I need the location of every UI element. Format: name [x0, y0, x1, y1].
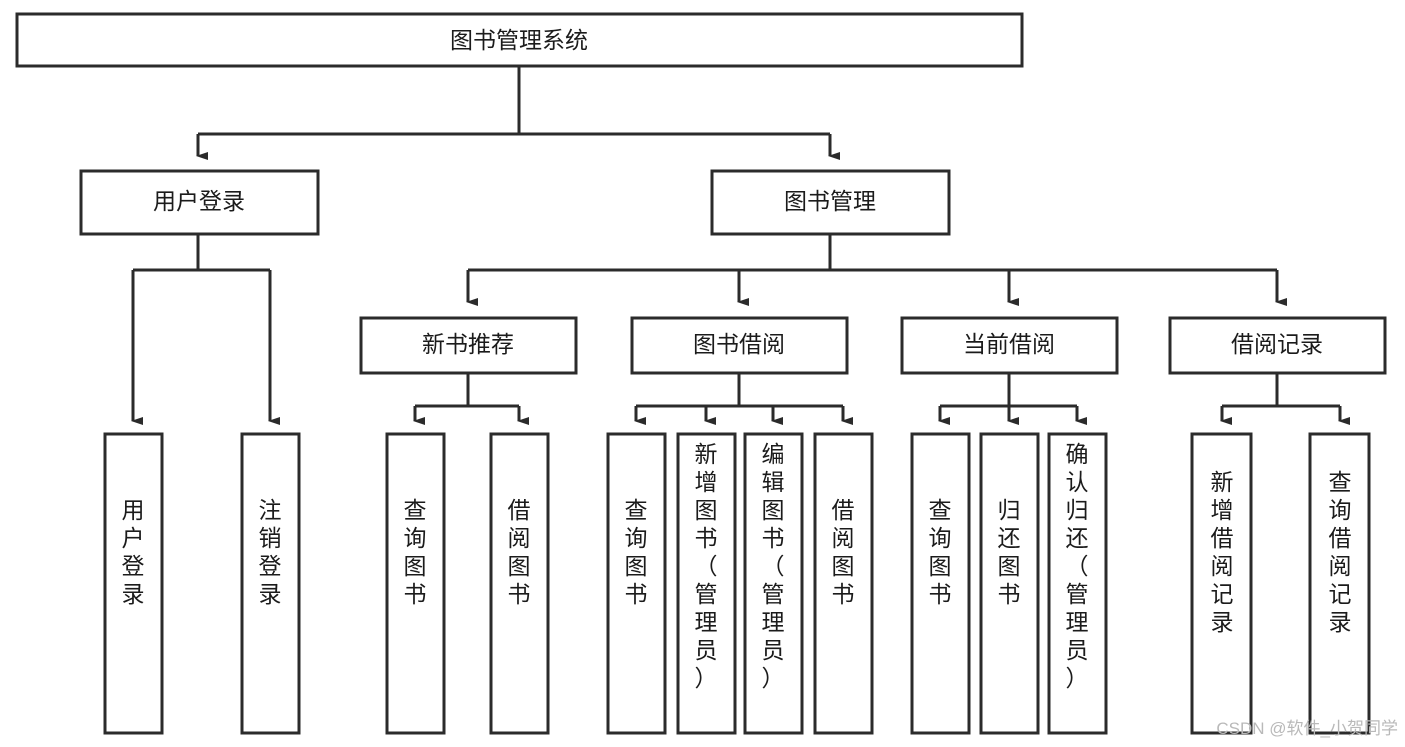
- leaf-book-borrow-2-box[interactable]: [676, 432, 737, 735]
- node-current-borrow[interactable]: 当前借阅: [900, 316, 1119, 375]
- leaf-user-login-2-box[interactable]: [240, 432, 301, 735]
- leaf-current-borrow-1-label: 查询图书: [929, 497, 952, 607]
- leaf-user-login-2[interactable]: 注销登录: [240, 432, 301, 735]
- node-current-borrow-box[interactable]: [900, 316, 1119, 375]
- leaf-current-borrow-3-label: 确认归还（管理员）: [1066, 441, 1089, 691]
- node-book-manage[interactable]: 图书管理: [710, 169, 951, 236]
- leaf-current-borrow-2[interactable]: 归还图书: [979, 432, 1040, 735]
- leaf-book-borrow-3-box[interactable]: [743, 432, 804, 735]
- node-borrow-record[interactable]: 借阅记录: [1168, 316, 1387, 375]
- leaf-borrow-record-1-box[interactable]: [1190, 432, 1253, 735]
- node-book-manage-box[interactable]: [710, 169, 951, 236]
- leaf-book-borrow-3-label: 编辑图书（管理员）: [762, 441, 785, 691]
- leaf-new-book-2[interactable]: 借阅图书: [489, 432, 550, 735]
- node-book-borrow-box[interactable]: [630, 316, 849, 375]
- node-user-login[interactable]: 用户登录: [79, 169, 320, 236]
- node-book-borrow[interactable]: 图书借阅: [630, 316, 849, 375]
- leaf-current-borrow-3[interactable]: 确认归还（管理员）: [1047, 432, 1108, 735]
- connector-layer: [131, 66, 1350, 425]
- node-root-box[interactable]: [15, 12, 1024, 68]
- leaf-user-login-1-label: 用户登录: [122, 497, 145, 607]
- leaf-current-borrow-1-box[interactable]: [910, 432, 971, 735]
- leaf-book-borrow-2-label: 新增图书（管理员）: [695, 441, 718, 691]
- node-root-system[interactable]: 图书管理系统: [15, 12, 1024, 68]
- node-borrow-record-box[interactable]: [1168, 316, 1387, 375]
- leaf-book-borrow-4-box[interactable]: [813, 432, 874, 735]
- leaf-new-book-2-box[interactable]: [489, 432, 550, 735]
- node-root-label: 图书管理系统: [450, 27, 588, 53]
- node-user-login-box[interactable]: [79, 169, 320, 236]
- leaf-new-book-2-label: 借阅图书: [508, 497, 531, 607]
- node-new-book-box[interactable]: [359, 316, 578, 375]
- leaf-book-borrow-1-box[interactable]: [606, 432, 667, 735]
- node-new-book[interactable]: 新书推荐: [359, 316, 578, 375]
- leaf-current-borrow-1[interactable]: 查询图书: [910, 432, 971, 735]
- leaf-user-login-2-label: 注销登录: [259, 497, 282, 607]
- leaf-current-borrow-3-box[interactable]: [1047, 432, 1108, 735]
- leaf-book-borrow-4-label: 借阅图书: [832, 497, 855, 607]
- leaf-new-book-1-label: 查询图书: [404, 497, 427, 607]
- leaf-new-book-1-box[interactable]: [385, 432, 446, 735]
- node-book-borrow-label: 图书借阅: [693, 331, 785, 357]
- leaf-user-login-1[interactable]: 用户登录: [103, 432, 164, 735]
- node-new-book-label: 新书推荐: [422, 331, 514, 357]
- leaf-book-borrow-2[interactable]: 新增图书（管理员）: [676, 432, 737, 735]
- leaf-borrow-record-2[interactable]: 查询借阅记录: [1308, 432, 1371, 735]
- leaf-current-borrow-2-box[interactable]: [979, 432, 1040, 735]
- leaf-current-borrow-2-label: 归还图书: [998, 497, 1021, 607]
- node-user-login-label: 用户登录: [153, 188, 245, 214]
- node-borrow-record-label: 借阅记录: [1231, 331, 1323, 357]
- watermark-label: CSDN @软件_小贺同学: [1216, 719, 1398, 738]
- leaf-book-borrow-1[interactable]: 查询图书: [606, 432, 667, 735]
- leaf-book-borrow-1-label: 查询图书: [625, 497, 648, 607]
- leaf-new-book-1[interactable]: 查询图书: [385, 432, 446, 735]
- leaf-book-borrow-4[interactable]: 借阅图书: [813, 432, 874, 735]
- leaf-borrow-record-2-box[interactable]: [1308, 432, 1371, 735]
- leaf-book-borrow-3[interactable]: 编辑图书（管理员）: [743, 432, 804, 735]
- leaf-borrow-record-2-label: 查询借阅记录: [1329, 469, 1352, 635]
- leaf-borrow-record-1[interactable]: 新增借阅记录: [1190, 432, 1253, 735]
- node-book-manage-label: 图书管理: [784, 188, 876, 214]
- leaf-user-login-1-box[interactable]: [103, 432, 164, 735]
- leaf-borrow-record-1-label: 新增借阅记录: [1211, 469, 1234, 635]
- node-current-borrow-label: 当前借阅: [963, 331, 1055, 357]
